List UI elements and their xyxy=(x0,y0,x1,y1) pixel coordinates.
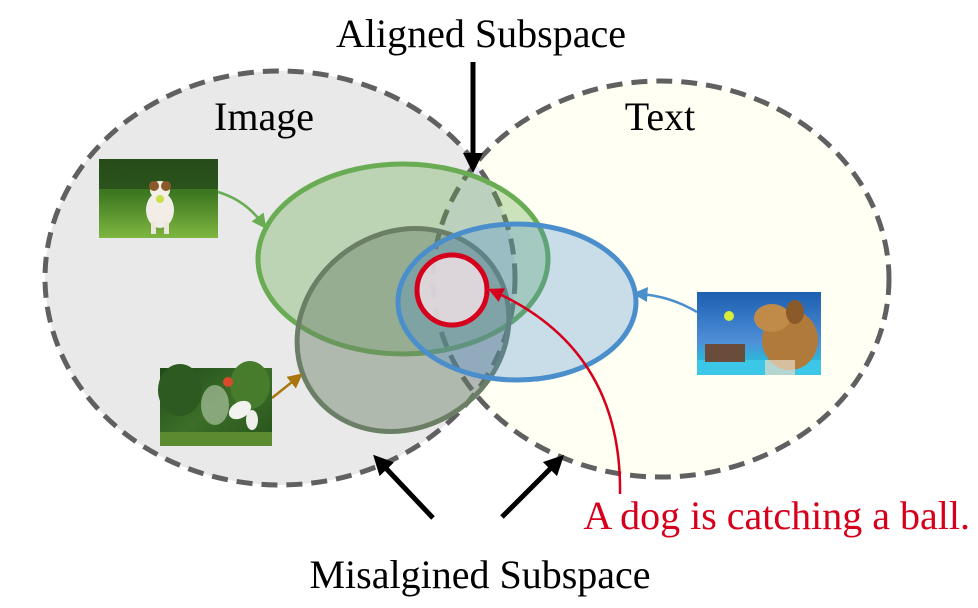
target-red-circle xyxy=(414,252,490,328)
image-space-label: Image xyxy=(214,94,314,139)
blue-connector-arrow xyxy=(632,287,698,314)
photo-dog-catching-ball-pool xyxy=(697,292,821,375)
caption-text: A dog is catching a ball. xyxy=(583,493,970,538)
misaligned-arrow-right xyxy=(500,454,565,519)
misaligned-subspace-label: Misalgined Subspace xyxy=(309,552,650,597)
green-connector-arrow xyxy=(217,190,267,230)
text-space-label: Text xyxy=(625,94,696,139)
aligned-subspace-label: Aligned Subspace xyxy=(336,11,626,56)
text-space-border xyxy=(430,78,892,480)
red-caption-arrow xyxy=(488,288,622,495)
brown-connector-arrow xyxy=(271,373,303,399)
photo-dog-running-grass xyxy=(99,159,218,238)
image-space-border xyxy=(42,68,518,488)
photo-dog-jumping-trees xyxy=(158,361,272,446)
misaligned-arrow-left xyxy=(373,454,435,520)
